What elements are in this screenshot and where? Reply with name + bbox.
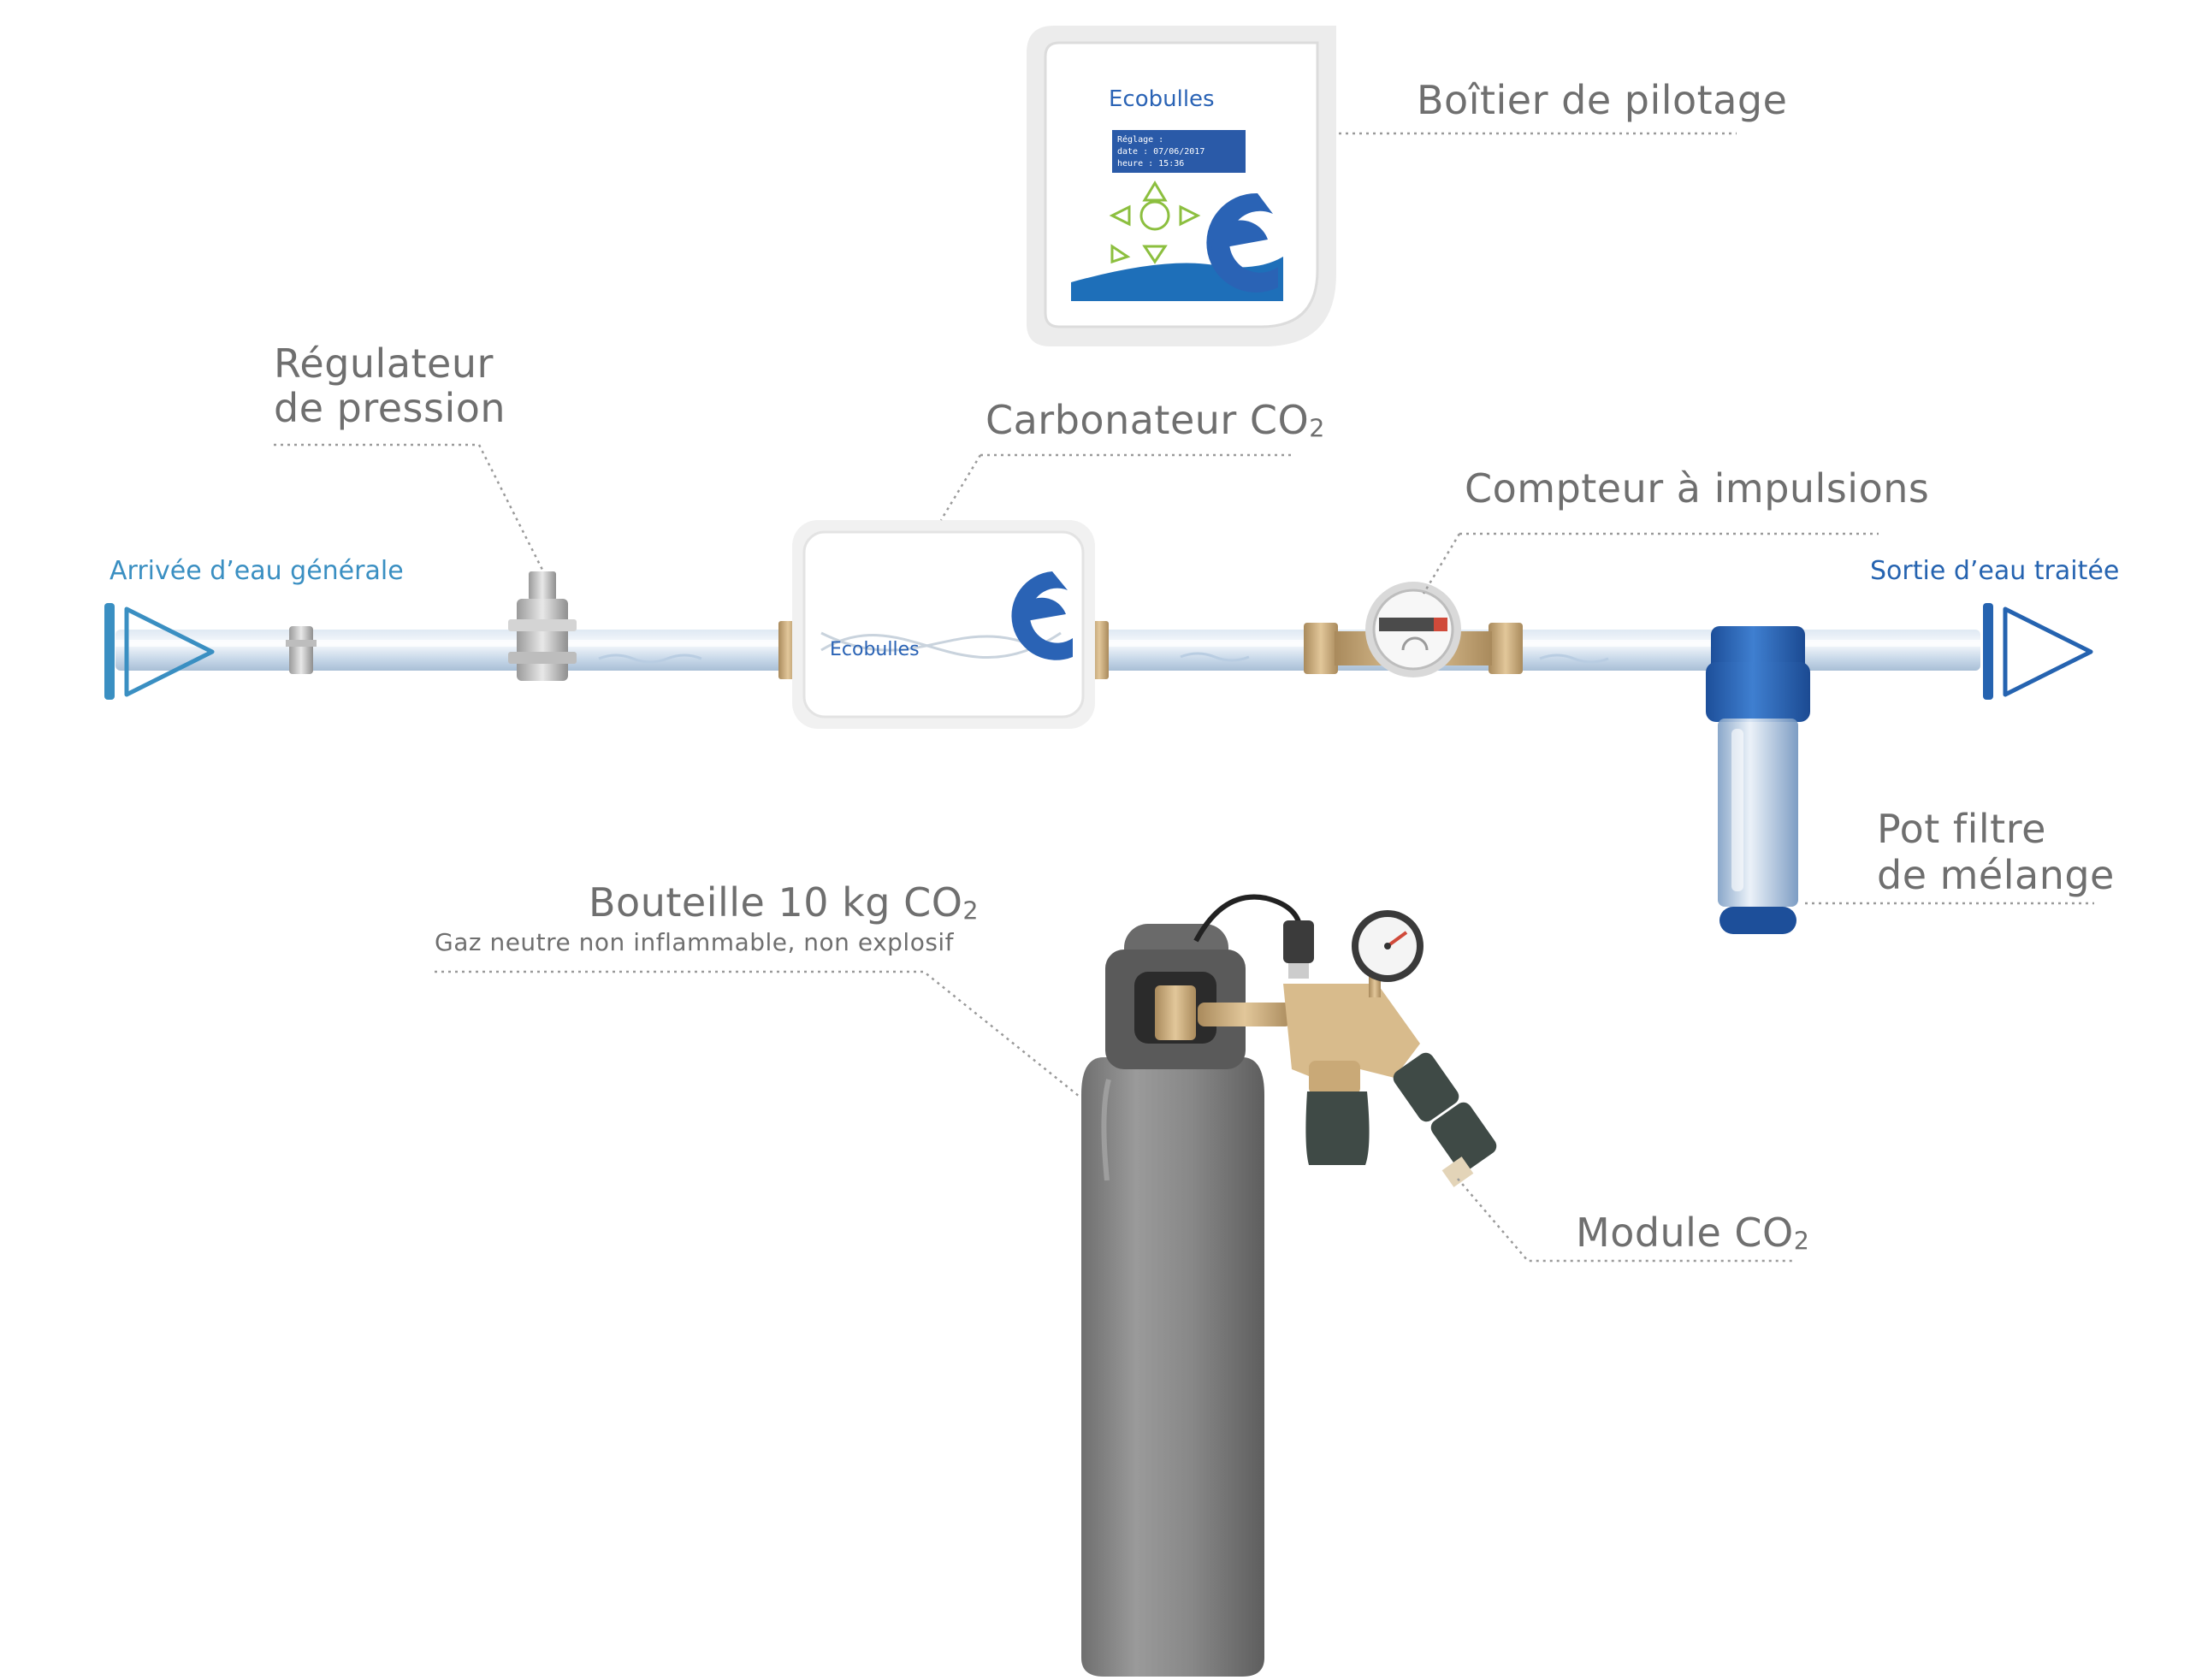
filter-pot xyxy=(1706,626,1810,934)
leader-lines xyxy=(274,132,2094,1263)
inlet-arrow-icon xyxy=(104,603,215,700)
label-regulateur-line2: de pression xyxy=(274,385,506,431)
control-box: Réglage : date : 07/06/2017 heure : 15:3… xyxy=(1027,26,1336,346)
carbonator-logo: Ecobulles xyxy=(830,639,920,660)
outlet-arrow-icon xyxy=(1983,603,2093,700)
co2-cylinder xyxy=(1081,924,1264,1677)
control-box-logo: Ecobulles xyxy=(1109,86,1215,112)
pressure-gauge xyxy=(1352,910,1424,997)
label-pot-line1: Pot filtre xyxy=(1877,806,2046,852)
label-sortie-eau: Sortie d’eau traitée xyxy=(1870,556,2120,586)
pulse-meter xyxy=(1304,582,1523,677)
label-bouteille: Bouteille 10 kg CO2 xyxy=(589,879,980,926)
svg-text:date : 07/06/2017: date : 07/06/2017 xyxy=(1117,147,1204,157)
label-boitier-pilotage: Boîtier de pilotage xyxy=(1417,77,1788,123)
label-pot-line2: de mélange xyxy=(1877,852,2115,898)
label-compteur: Compteur à impulsions xyxy=(1465,465,1930,512)
co2-module xyxy=(1193,894,1497,1187)
svg-text:heure : 15:36: heure : 15:36 xyxy=(1117,159,1184,169)
pipe-union xyxy=(286,626,317,674)
pressure-regulator xyxy=(508,571,577,681)
label-carbonateur: Carbonateur CO2 xyxy=(986,397,1325,443)
label-module: Module CO2 xyxy=(1576,1210,1810,1256)
svg-text:Réglage :: Réglage : xyxy=(1117,134,1163,145)
label-regulateur-line1: Régulateur xyxy=(274,340,494,387)
label-arrivee-eau: Arrivée d’eau générale xyxy=(110,556,404,586)
label-bouteille-note: Gaz neutre non inflammable, non explosif xyxy=(435,928,955,956)
carbonator: Ecobulles xyxy=(778,520,1109,729)
